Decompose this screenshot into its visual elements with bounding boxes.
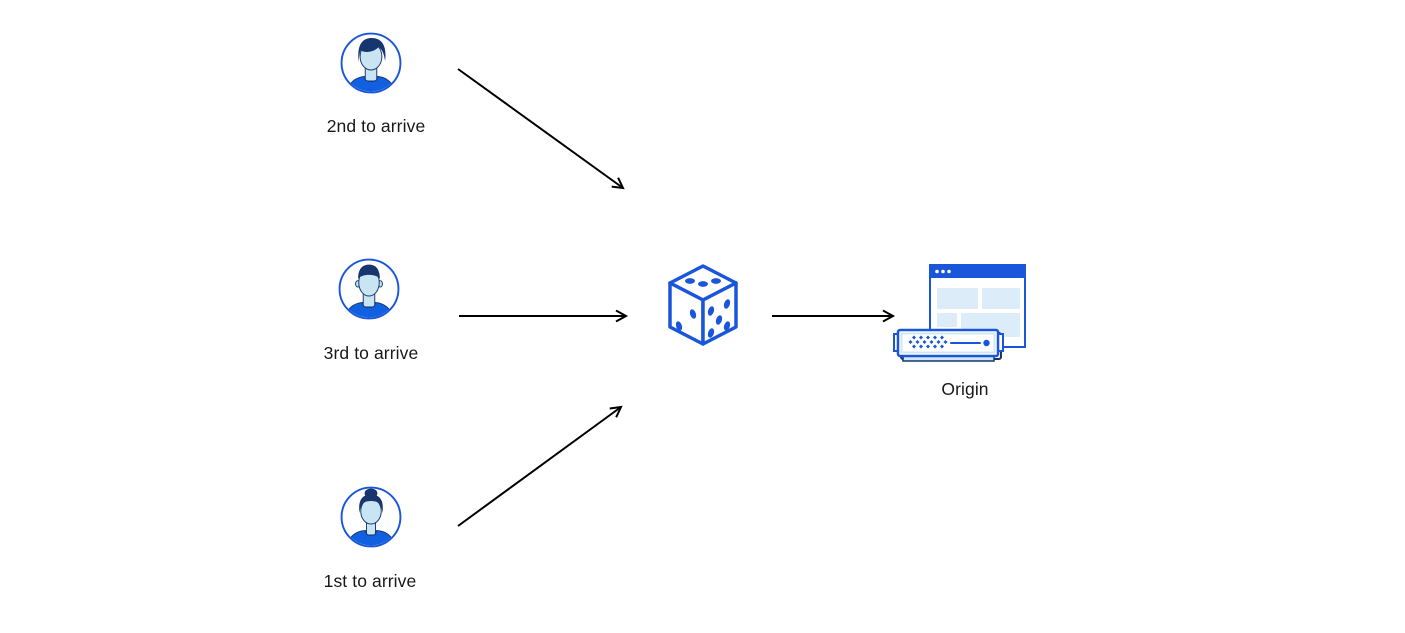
origin-label: Origin (941, 379, 989, 399)
male-avatar-icon (340, 32, 402, 94)
server-status-dot (983, 339, 990, 347)
male-avatar-flattop-icon (338, 258, 400, 320)
arrow-visitor-second-to-dice (457, 68, 625, 190)
server-unit (893, 328, 1004, 362)
server-vents (908, 335, 948, 349)
visitor-second-label: 2nd to arrive (326, 116, 426, 136)
arrow-visitor-first-to-dice (457, 405, 623, 527)
female-avatar-icon (340, 486, 402, 548)
visitor-third-label: 3rd to arrive (323, 343, 419, 363)
origin-server-icon (893, 264, 1026, 362)
visitor-first-label: 1st to arrive (323, 571, 417, 591)
dice-icon (668, 264, 738, 346)
